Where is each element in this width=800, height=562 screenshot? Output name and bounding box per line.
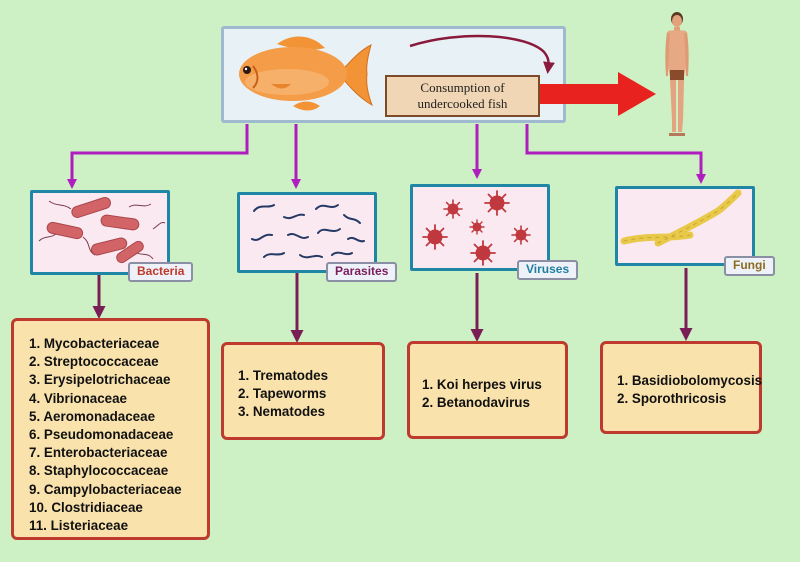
list-item: 2. Tapeworms [238,386,327,402]
down-arrows [92,268,693,343]
human-figure-icon [665,12,689,136]
list-item: 2. Streptococcaceae [29,354,159,370]
list-item: 1. Koi herpes virus [422,377,542,392]
fungi-panel [615,186,755,266]
bacteria-tag: Bacteria [128,262,194,282]
source-panel: Consumption of undercooked fish [221,26,566,123]
fungi-tag: Fungi [724,256,775,276]
list-item: 9. Campylobacteriaceae [29,481,182,497]
viruses-label: Viruses [526,262,570,276]
list-item: 3. Nematodes [238,404,326,420]
connector-arrows [67,124,706,189]
parasites-tag: Parasites [326,262,398,282]
list-item: 2. Sporothricosis [617,391,727,407]
parasites-panel [237,192,377,273]
consumption-label: Consumption of undercooked fish [385,75,540,117]
arrow-to-bacteria [67,124,249,189]
list-item: 11. Listeriaceae [29,518,129,534]
bacteria-label: Bacteria [137,264,185,278]
big-arrow-icon [540,72,656,116]
viruses-tag: Viruses [517,260,579,280]
parasites-label: Parasites [335,264,389,278]
list-item: 1. Mycobacteriaceae [29,336,160,351]
bacteria-list: 1. Mycobacteriaceae 2. Streptococcaceae … [11,318,210,540]
list-item: 3. Erysipelotrichaceae [29,372,171,388]
parasite-worms-icon [251,204,365,259]
arrow-to-fungi [525,124,706,184]
list-item: 1. Trematodes [238,368,329,383]
list-item: 1. Basidiobolomycosis [617,373,763,388]
list-item: 4. Vibrionaceae [29,390,128,406]
list-item: 5. Aeromonadaceae [29,408,156,424]
fungal-hyphae-icon [620,189,742,247]
curved-arrow-icon [409,34,555,74]
list-item: 10. Clostridiaceae [29,499,143,515]
bacteria-panel [30,190,170,275]
viruses-panel [410,184,550,271]
fish-icon [239,36,373,111]
list-item: 8. Staphylococcaceae [29,463,169,479]
viruses-list: 1. Koi herpes virus 2. Betanodavirus [407,341,568,439]
parasites-list: 1. Trematodes 2. Tapeworms 3. Nematodes [221,342,385,440]
fungi-label: Fungi [733,258,766,272]
list-item: 2. Betanodavirus [422,395,530,411]
list-item: 7. Enterobacteriaceae [29,445,168,461]
virus-particles-icon [422,190,531,266]
bacteria-rods-icon [38,196,166,264]
fungi-list: 1. Basidiobolomycosis 2. Sporothricosis [600,341,762,434]
list-item: 6. Pseudomonadaceae [29,427,174,443]
